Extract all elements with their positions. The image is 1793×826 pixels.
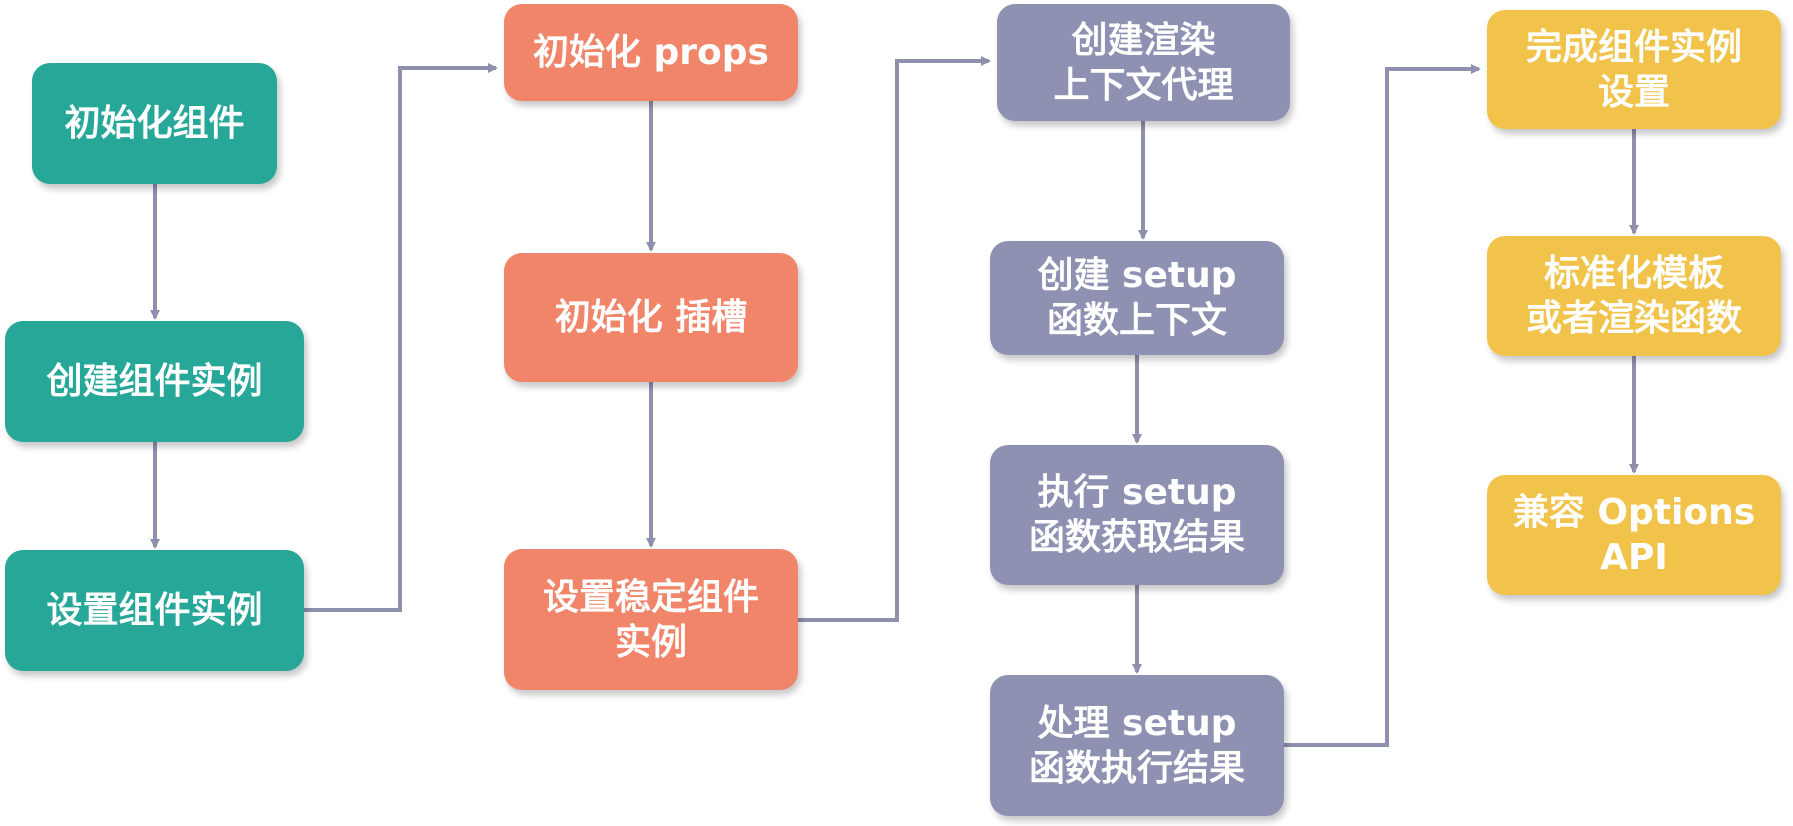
node-normalize-template: 标准化模板 或者渲染函数 <box>1487 236 1781 356</box>
node-init-slots-label: 初始化 插槽 <box>554 297 748 338</box>
node-setup-instance-label: 设置组件实例 <box>46 590 263 631</box>
edge-setup-to-props <box>304 63 498 612</box>
node-finish-setup-label: 完成组件实例 设置 <box>1525 26 1742 113</box>
node-init-props: 初始化 props <box>504 4 798 101</box>
node-handle-result: 处理 setup 函数执行结果 <box>990 675 1284 816</box>
node-options-api: 兼容 Options API <box>1487 475 1781 595</box>
node-create-instance-label: 创建组件实例 <box>46 361 263 402</box>
edge-stable-to-proxy <box>798 56 991 622</box>
node-create-instance: 创建组件实例 <box>5 321 304 442</box>
node-init-props-label: 初始化 props <box>533 32 769 73</box>
node-setup-context-label: 创建 setup 函数上下文 <box>1037 255 1237 341</box>
node-render-proxy: 创建渲染 上下文代理 <box>997 4 1290 121</box>
node-init-slots: 初始化 插槽 <box>504 253 798 382</box>
node-stable-instance-label: 设置稳定组件 实例 <box>542 576 759 663</box>
node-finish-setup: 完成组件实例 设置 <box>1487 10 1781 129</box>
edge-handle-to-finish <box>1284 64 1481 747</box>
node-stable-instance: 设置稳定组件 实例 <box>504 549 798 690</box>
node-handle-result-label: 处理 setup 函数执行结果 <box>1028 702 1245 789</box>
node-init-component-label: 初始化组件 <box>64 103 245 144</box>
node-init-component: 初始化组件 <box>32 63 277 184</box>
node-setup-instance: 设置组件实例 <box>5 550 304 671</box>
node-exec-setup-label: 执行 setup 函数获取结果 <box>1028 472 1245 558</box>
node-normalize-template-label: 标准化模板 或者渲染函数 <box>1525 253 1742 339</box>
node-render-proxy-label: 创建渲染 上下文代理 <box>1053 19 1234 106</box>
node-setup-context: 创建 setup 函数上下文 <box>990 241 1284 355</box>
node-exec-setup: 执行 setup 函数获取结果 <box>990 445 1284 585</box>
node-options-api-label: 兼容 Options API <box>1512 492 1756 578</box>
